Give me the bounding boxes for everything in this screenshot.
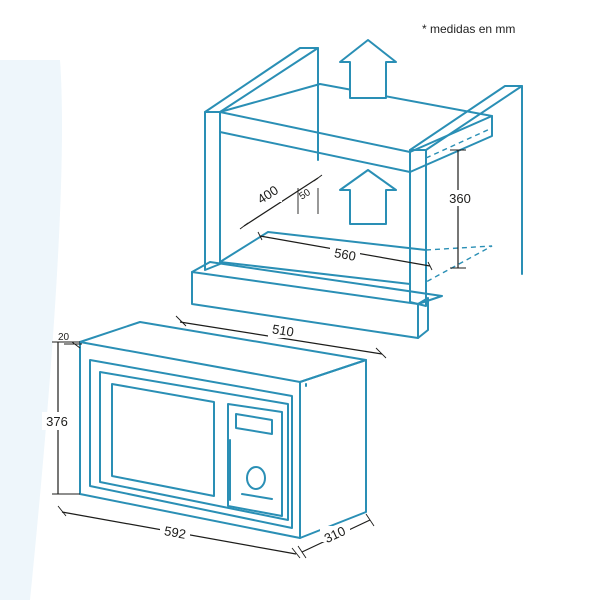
floor-front-edge — [219, 261, 411, 285]
button-bar — [241, 493, 273, 500]
label-bg-310 — [320, 526, 350, 542]
dim-ticks-376 — [52, 341, 80, 495]
label-bg-510 — [268, 322, 298, 338]
label-bg-360 — [446, 190, 474, 206]
appliance-drawing — [79, 321, 367, 539]
label-inner-width: 510 — [271, 321, 295, 339]
upper-shelf-side — [409, 115, 493, 173]
control-panel — [227, 403, 283, 517]
label-bg-592 — [160, 524, 190, 540]
left-panel-front — [204, 111, 221, 271]
frame-inner — [89, 359, 293, 529]
display-icon — [235, 413, 273, 435]
label-cabinet-width: 560 — [333, 245, 357, 264]
cabinet-base-top — [191, 261, 443, 305]
dim-ticks-20 — [64, 341, 82, 349]
body-side — [299, 359, 367, 539]
door-window — [111, 383, 215, 497]
right-panel-top — [409, 85, 523, 151]
label-appliance-width: 592 — [163, 523, 187, 542]
label-bg-376 — [42, 412, 72, 430]
background-tint — [0, 60, 62, 600]
right-panel-front — [409, 149, 427, 307]
dim-ticks-510 — [175, 315, 387, 359]
cabinet-dimensions: 400 50 560 360 — [239, 149, 474, 271]
cabinet-base-side — [417, 297, 429, 339]
label-bg-400 — [252, 186, 282, 202]
dim-ticks-400 — [239, 174, 323, 230]
dim-ticks-592 — [57, 505, 301, 559]
dim-ticks-50 — [297, 188, 319, 214]
upper-shelf-hidden-edge — [425, 127, 493, 159]
units-note: * medidas en mm — [422, 22, 516, 36]
label-bg-560 — [330, 246, 360, 262]
label-appliance-height: 376 — [46, 414, 68, 429]
upper-shelf-front — [219, 111, 411, 173]
door-outline — [99, 371, 289, 521]
body-top — [79, 321, 367, 383]
dim-ticks-360 — [450, 149, 466, 269]
appliance-dimensions: 510 20 376 592 310 — [42, 315, 387, 559]
upper-shelf-top — [219, 83, 493, 153]
dim-ticks-310 — [297, 513, 375, 559]
vent-arrow-upper-icon — [339, 39, 397, 99]
floor-hidden-edge — [425, 245, 493, 283]
right-panel-side — [425, 85, 523, 275]
dim-ticks-560 — [257, 231, 433, 271]
vent-arrow-lower-icon — [339, 169, 397, 225]
left-panel-top — [204, 47, 319, 113]
cabinet-drawing — [191, 39, 523, 339]
knob-icon — [246, 466, 266, 490]
label-cabinet-height: 360 — [449, 191, 471, 206]
label-frame: 20 — [58, 332, 70, 343]
floor-back-edge — [219, 231, 427, 263]
